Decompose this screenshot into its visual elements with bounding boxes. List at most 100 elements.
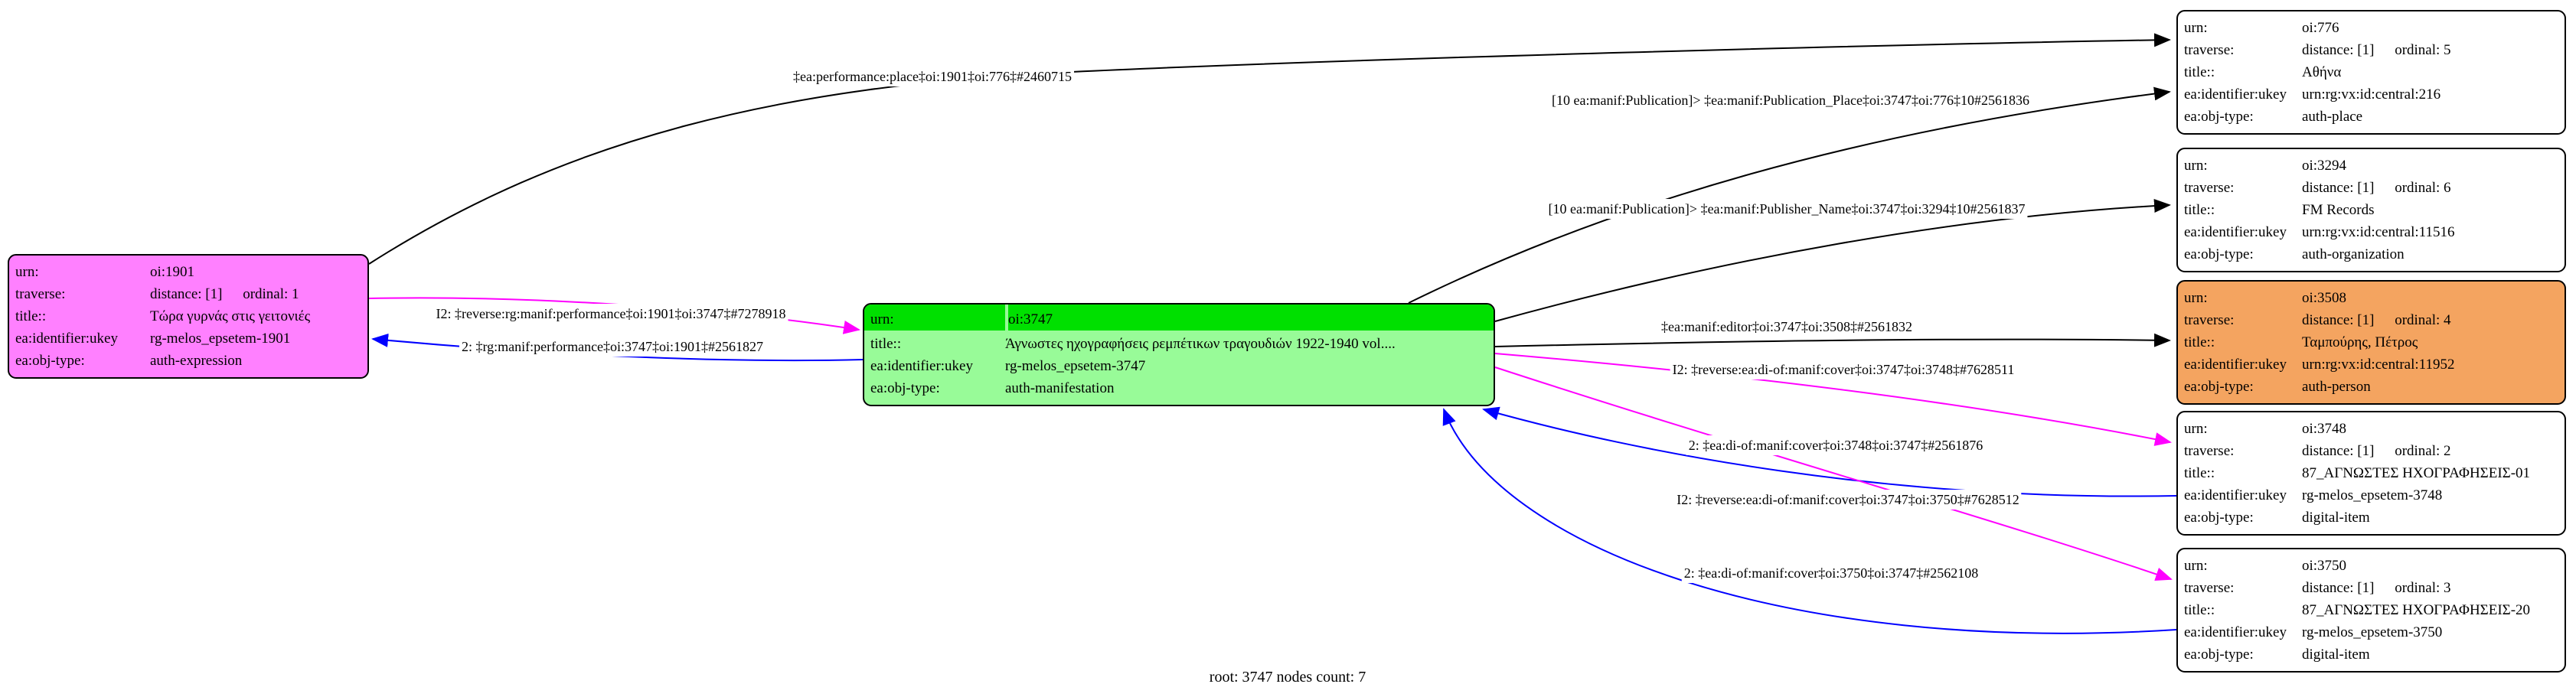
- node-row-urn: urn: oi:1901: [15, 261, 361, 283]
- node-row-ukey: ea:identifier:ukey urn:rg:vx:id:central:…: [2184, 83, 2558, 106]
- edge-label-publisher-name: [10 ea:manif:Publication]> ‡ea:manif:Pub…: [1546, 199, 2028, 219]
- field-key: traverse:: [2184, 443, 2235, 459]
- field-value: 87_ΑΓΝΩΣΤΕΣ ΗΧΟΓΡΑΦΗΣΕΙΣ-01: [2302, 465, 2531, 481]
- traverse-ordinal: ordinal: 3: [2395, 580, 2451, 596]
- field-key: ea:identifier:ukey: [2184, 224, 2287, 240]
- field-key: urn:: [2184, 558, 2208, 574]
- field-value: oi:1901: [150, 264, 195, 280]
- edge-publication-place: [1408, 86, 2171, 304]
- node-oi-1901[interactable]: urn: oi:1901 traverse: distance: [1] ord…: [8, 254, 369, 379]
- field-key: title::: [2184, 64, 2215, 80]
- field-key: title::: [15, 308, 47, 324]
- traverse-distance: distance: [1]: [2302, 443, 2375, 459]
- node-row-traverse: traverse: distance: [1] ordinal: 1: [15, 283, 361, 305]
- node-oi-3750[interactable]: urn: oi:3750 traverse: distance: [1] ord…: [2176, 548, 2566, 673]
- field-key: urn:: [2184, 20, 2208, 36]
- field-key: ea:obj-type:: [2184, 246, 2254, 262]
- node-oi-776[interactable]: urn: oi:776 traverse: distance: [1] ordi…: [2176, 10, 2566, 135]
- node-row-ukey: ea:identifier:ukey urn:rg:vx:id:central:…: [2184, 221, 2558, 243]
- field-key: title::: [2184, 202, 2215, 218]
- graph-root-summary: root: 3747 nodes count: 7: [1209, 669, 1366, 686]
- field-value: distance: [1] ordinal: 1: [150, 283, 361, 305]
- field-key: ea:identifier:ukey: [2184, 357, 2287, 373]
- field-key: urn:: [2184, 158, 2208, 174]
- field-value: Ταμπούρης, Πέτρος: [2302, 334, 2418, 350]
- edge-label-editor: ‡ea:manif:editor‡oi:3747‡oi:3508‡#256183…: [1659, 317, 1915, 337]
- field-key: ea:obj-type:: [870, 380, 940, 396]
- field-key: ea:obj-type:: [2184, 510, 2254, 526]
- field-value: auth-organization: [2302, 246, 2405, 262]
- field-key: traverse:: [2184, 180, 2235, 196]
- node-row-title: title:: Αθήνα: [2184, 61, 2558, 83]
- field-value: FM Records: [2302, 202, 2375, 218]
- field-key: traverse:: [2184, 580, 2235, 596]
- field-key: urn:: [15, 264, 39, 280]
- field-value: oi:3294: [2302, 158, 2347, 174]
- field-value: oi:3748: [2302, 421, 2347, 437]
- field-key: ea:obj-type:: [2184, 109, 2254, 125]
- field-value: rg-melos_epsetem-1901: [150, 331, 291, 347]
- node-row-title: title:: Τώρα γυρνάς στις γειτονιές: [15, 305, 361, 327]
- traverse-distance: distance: [1]: [2302, 580, 2375, 596]
- field-value: distance: [1] ordinal: 4: [2302, 309, 2558, 331]
- field-value: oi:776: [2302, 20, 2339, 36]
- node-row-ukey: ea:identifier:ukey rg-melos_epsetem-1901: [15, 327, 361, 350]
- edge-label-cover-3750: 2: ‡ea:di-of:manif:cover‡oi:3750‡oi:3747…: [1681, 563, 1981, 583]
- field-value: oi:3750: [2302, 558, 2347, 574]
- node-row-urn: urn: oi:3294: [2184, 155, 2558, 177]
- node-row-urn: urn: oi:776: [2184, 17, 2558, 39]
- field-value: rg-melos_epsetem-3750: [2302, 624, 2443, 640]
- field-value: auth-expression: [150, 353, 243, 369]
- traverse-ordinal: ordinal: 6: [2395, 180, 2451, 196]
- field-value: rg-melos_epsetem-3748: [2302, 487, 2443, 503]
- field-key: title::: [870, 336, 902, 352]
- field-key: title::: [2184, 602, 2215, 618]
- node-row-traverse: traverse: distance: [1] ordinal: 3: [2184, 577, 2558, 599]
- field-value: 87_ΑΓΝΩΣΤΕΣ ΗΧΟΓΡΑΦΗΣΕΙΣ-20: [2302, 602, 2531, 618]
- traverse-distance: distance: [1]: [150, 286, 223, 302]
- edge-performance-place: [368, 33, 2171, 265]
- node-oi-3747[interactable]: urn: oi:3747 title:: Άγνωστες ηχογραφήσε…: [863, 303, 1495, 406]
- node-row-ukey: ea:identifier:ukey rg-melos_epsetem-3748: [2184, 484, 2558, 506]
- node-row-urn: urn: oi:3750: [2184, 555, 2558, 577]
- field-key: urn:: [864, 305, 1005, 331]
- edge-label-publication-place: [10 ea:manif:Publication]> ‡ea:manif:Pub…: [1549, 90, 2032, 110]
- field-key: ea:identifier:ukey: [2184, 487, 2287, 503]
- edge-label-reverse-cover-3748: I2: ‡reverse:ea:di-of:manif:cover‡oi:374…: [1670, 360, 2017, 379]
- node-oi-3508[interactable]: urn: oi:3508 traverse: distance: [1] ord…: [2176, 280, 2566, 405]
- field-key: traverse:: [15, 286, 66, 302]
- node-row-objtype: ea:obj-type: auth-person: [2184, 376, 2558, 398]
- field-value: Άγνωστες ηχογραφήσεις ρεμπέτικων τραγουδ…: [1005, 336, 1396, 352]
- node-row-objtype: ea:obj-type: auth-place: [2184, 106, 2558, 128]
- field-key: ea:identifier:ukey: [2184, 86, 2287, 103]
- node-row-title: title:: 87_ΑΓΝΩΣΤΕΣ ΗΧΟΓΡΑΦΗΣΕΙΣ-01: [2184, 462, 2558, 484]
- node-row-traverse: traverse: distance: [1] ordinal: 2: [2184, 440, 2558, 462]
- node-row-title: title:: FM Records: [2184, 199, 2558, 221]
- node-row-traverse: traverse: distance: [1] ordinal: 5: [2184, 39, 2558, 61]
- node-row-traverse: traverse: distance: [1] ordinal: 4: [2184, 309, 2558, 331]
- field-value: urn:rg:vx:id:central:216: [2302, 86, 2441, 103]
- field-value: urn:rg:vx:id:central:11516: [2302, 224, 2455, 240]
- field-key: ea:identifier:ukey: [870, 358, 973, 374]
- field-key: ea:obj-type:: [2184, 379, 2254, 395]
- edge-label-reverse-performance: I2: ‡reverse:rg:manif:performance‡oi:190…: [433, 304, 788, 324]
- node-header-row: urn: oi:3747: [864, 305, 1494, 331]
- edge-reverse-cover-3750: [1494, 366, 2173, 581]
- field-key: title::: [2184, 465, 2215, 481]
- field-value: auth-person: [2302, 379, 2371, 395]
- node-row-objtype: ea:obj-type: digital-item: [2184, 643, 2558, 666]
- node-row-objtype: ea:obj-type: auth-manifestation: [870, 377, 1487, 399]
- node-oi-3294[interactable]: urn: oi:3294 traverse: distance: [1] ord…: [2176, 148, 2566, 272]
- field-value: digital-item: [2302, 510, 2370, 526]
- field-key: traverse:: [2184, 42, 2235, 58]
- node-oi-3748[interactable]: urn: oi:3748 traverse: distance: [1] ord…: [2176, 411, 2566, 536]
- field-value: oi:3747: [1008, 305, 1494, 331]
- field-value: distance: [1] ordinal: 3: [2302, 577, 2558, 599]
- field-value: urn:rg:vx:id:central:11952: [2302, 357, 2455, 373]
- field-value: Τώρα γυρνάς στις γειτονιές: [150, 308, 311, 324]
- edge-editor: [1494, 333, 2171, 347]
- field-value: auth-place: [2302, 109, 2363, 125]
- traverse-distance: distance: [1]: [2302, 180, 2375, 196]
- traverse-ordinal: ordinal: 1: [243, 286, 299, 302]
